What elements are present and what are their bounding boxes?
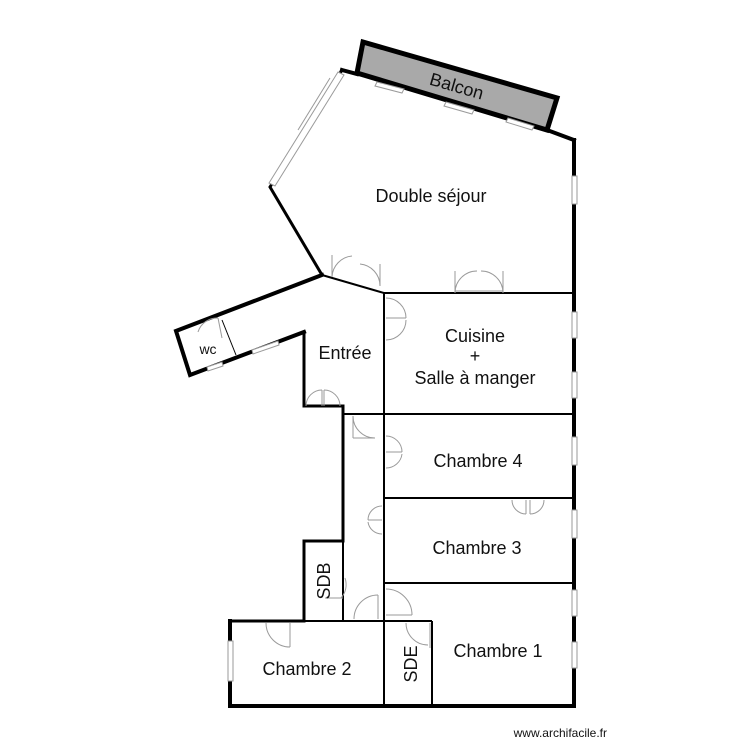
label-chambre2: Chambre 2: [262, 659, 351, 679]
sejour-window: [268, 71, 345, 187]
label-chambre4: Chambre 4: [433, 451, 522, 471]
label-double-sejour: Double séjour: [375, 186, 486, 206]
outer-walls: [173, 67, 577, 708]
label-sdb: SDB: [314, 562, 334, 599]
label-cuisine-line1: Cuisine: [445, 326, 505, 346]
windows-right: [227, 175, 578, 682]
label-entree: Entrée: [318, 343, 371, 363]
label-chambre3: Chambre 3: [432, 538, 521, 558]
watermark-text: www.archifacile.fr: [513, 726, 607, 740]
label-chambre1: Chambre 1: [453, 641, 542, 661]
label-sde: SDE: [401, 645, 421, 682]
label-cuisine-line2: +: [470, 346, 481, 366]
balcony-windows: [374, 81, 535, 131]
label-wc: wc: [198, 341, 216, 357]
label-cuisine-line3: Salle à manger: [414, 368, 535, 388]
doors: [197, 255, 545, 648]
